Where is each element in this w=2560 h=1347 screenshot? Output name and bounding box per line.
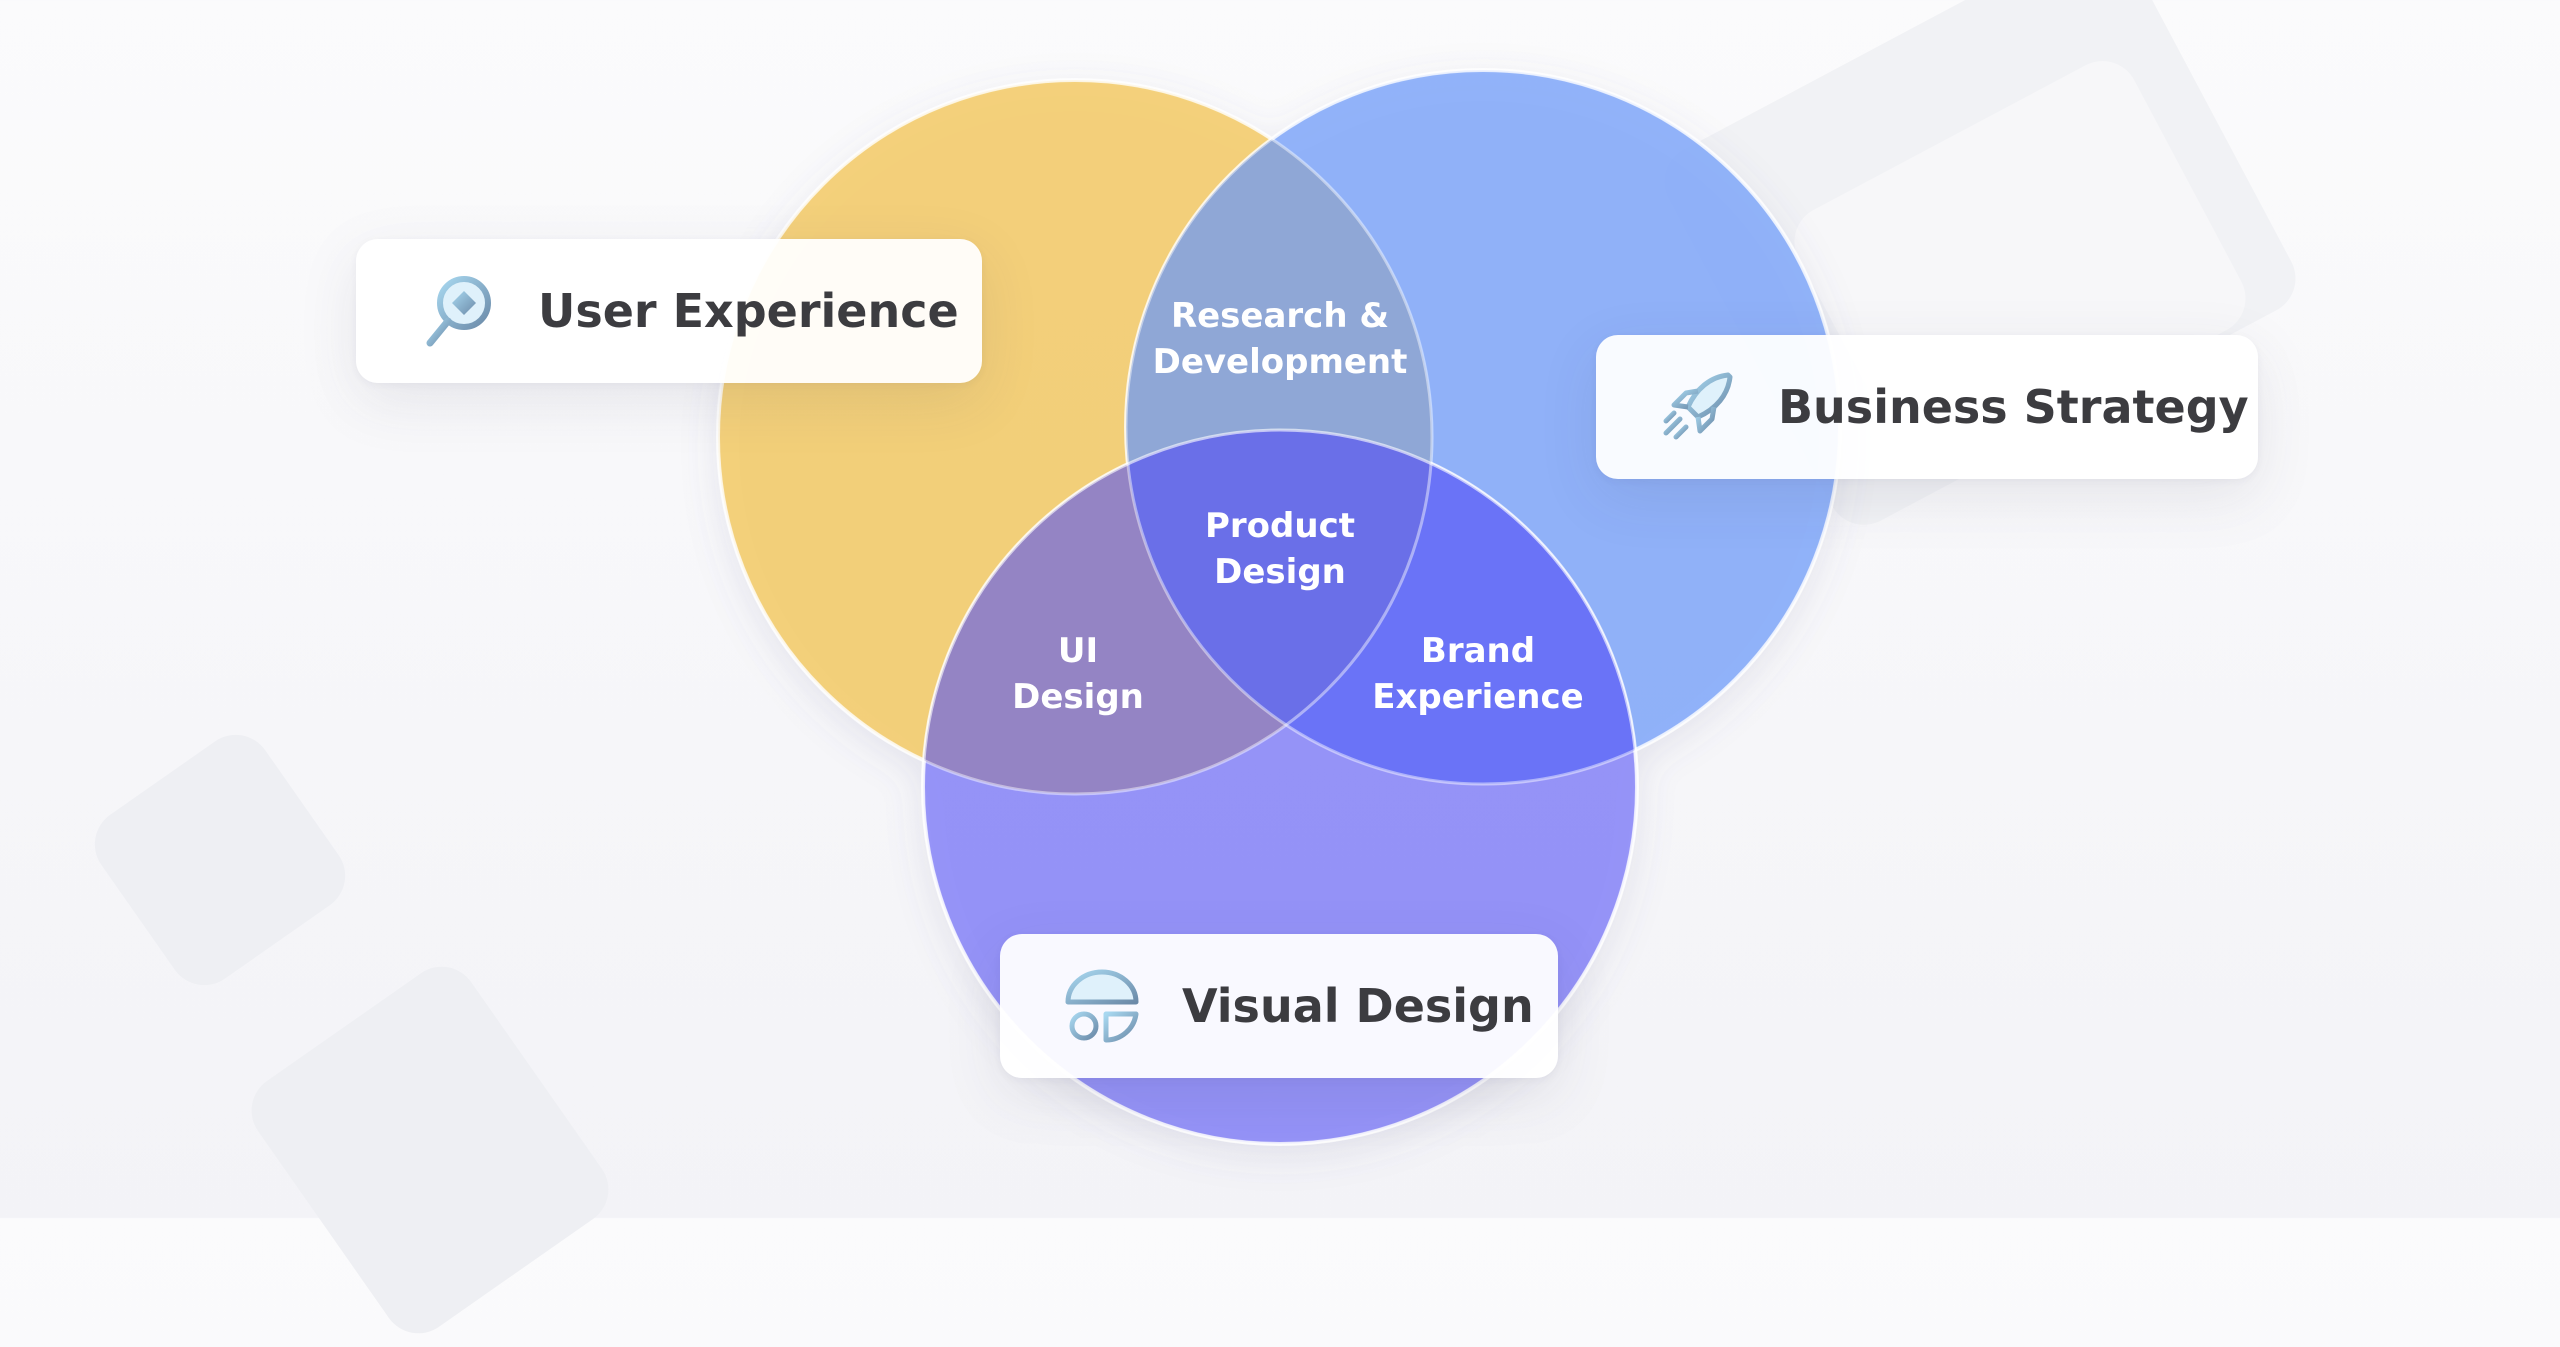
product-design-text: Product Design [1205,506,1355,592]
region-label-ui-design: UI Design [1012,628,1144,720]
circle-rim [716,78,1434,796]
venn-diagram [716,68,1842,1146]
brand-experience-text: Brand Experience [1372,631,1584,717]
overlap-brand-experience [1126,430,1637,784]
research-development-text: Research & Development [1152,296,1408,382]
label-card-user-experience: User Experience [356,239,982,383]
circle-rim [921,428,1639,1146]
ui-design-text: UI Design [1012,631,1144,717]
region-label-product-design: Product Design [1205,503,1355,595]
label-visual-design: Visual Design [1182,979,1534,1033]
magnifier-diamond-icon [426,276,491,347]
region-label-research-development: Research & Development [1153,293,1408,385]
label-business-strategy: Business Strategy [1778,380,2249,434]
label-card-visual-design: Visual Design [1000,934,1558,1078]
shapes-icon [1065,969,1139,1043]
rocket-icon [1663,372,1733,440]
region-label-brand-experience: Brand Experience [1372,628,1583,720]
label-card-business-strategy: Business Strategy [1596,335,2258,479]
label-user-experience: User Experience [538,284,959,338]
